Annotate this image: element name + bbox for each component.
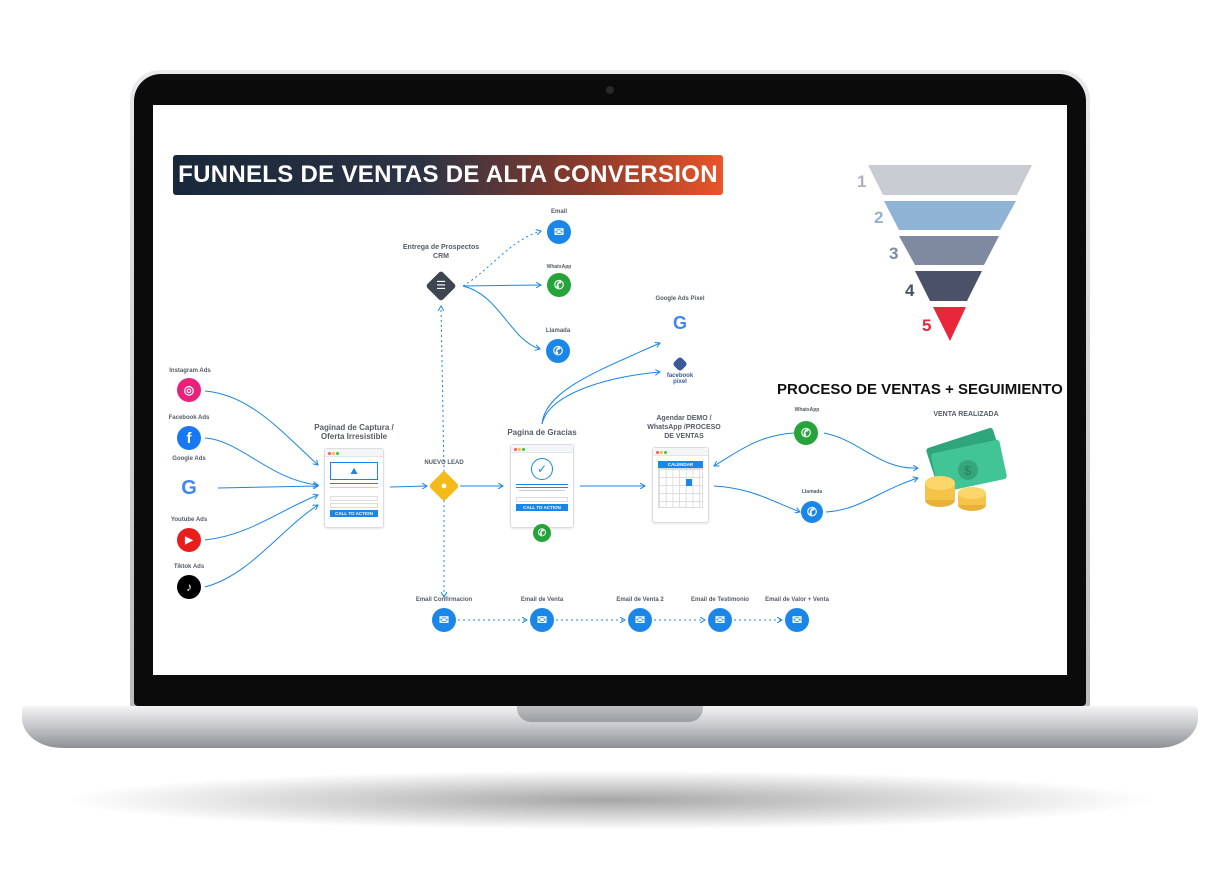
sales-whatsapp-label: WhatsApp xyxy=(794,407,820,413)
thanks-page-label: Pagina de Gracias xyxy=(507,428,577,437)
user-icon[interactable]: ● xyxy=(428,470,460,502)
capture-page-label: Paginad de Captura / Oferta Irresistible xyxy=(314,423,394,441)
email-icon[interactable]: ✉ xyxy=(432,608,456,632)
source-label-facebook: Facebook Ads xyxy=(168,415,210,421)
laptop-screen xyxy=(153,105,1067,675)
crm-whatsapp-label: WhatsApp xyxy=(546,264,572,270)
email-label: Email de Testimonio xyxy=(691,597,749,603)
sales-call-label: Llamada xyxy=(801,489,823,495)
google-icon[interactable]: G xyxy=(181,476,197,499)
source-label-google: Google Ads xyxy=(172,456,206,462)
capture-page-mockup[interactable]: ⛰ CALL TO ACTION xyxy=(324,448,384,528)
whatsapp-icon[interactable]: ✆ xyxy=(533,524,551,542)
crm-email-label: Email xyxy=(550,209,568,215)
thanks-cta-button[interactable]: CALL TO ACTION xyxy=(516,504,568,511)
source-label-instagram: Instagram Ads xyxy=(169,368,211,374)
camera xyxy=(606,86,614,94)
source-label-tiktok: Tiktok Ads xyxy=(173,564,205,570)
whatsapp-icon[interactable]: ✆ xyxy=(547,273,571,297)
new-lead-label: NUEVO LEAD xyxy=(424,460,464,466)
funnel-number: 4 xyxy=(905,281,915,300)
funnel-level-3 xyxy=(899,236,999,265)
sale-done-label: VENTA REALIZADA xyxy=(933,411,999,418)
source-label-youtube: Youtube Ads xyxy=(170,517,208,523)
funnel-number: 3 xyxy=(889,244,899,263)
sales-funnel xyxy=(868,165,1032,341)
email-label: Email de Venta 2 xyxy=(616,597,664,603)
email-icon[interactable]: ✉ xyxy=(628,608,652,632)
schedule-label: Agendar DEMO / WhatsApp /PROCESO DE VENT… xyxy=(647,415,721,440)
facebook-icon[interactable]: f xyxy=(177,426,201,450)
crm-call-label: Llamada xyxy=(545,328,571,334)
crm-label: Entrega de Prospectos CRM xyxy=(402,244,480,260)
funnel-level-2 xyxy=(884,201,1016,230)
list-icon[interactable]: ☰ xyxy=(425,270,457,302)
svg-text:$: $ xyxy=(964,463,972,478)
laptop-shadow xyxy=(60,770,1160,830)
email-icon[interactable]: ✉ xyxy=(708,608,732,632)
funnel-number: 2 xyxy=(874,208,884,227)
phone-icon[interactable]: ✆ xyxy=(801,501,823,523)
calendar-header: CALENDAR xyxy=(658,461,703,468)
google-pixel-label: Google Ads Pixel xyxy=(655,296,705,302)
laptop-notch xyxy=(517,706,703,722)
calendar-mockup[interactable]: CALENDAR xyxy=(652,447,709,523)
instagram-icon[interactable]: ◎ xyxy=(177,378,201,402)
sales-process-title: PROCESO DE VENTAS + SEGUIMIENTO xyxy=(777,381,1063,398)
funnel-level-4 xyxy=(915,271,982,301)
email-label: Email de Venta xyxy=(520,597,564,603)
capture-cta-button[interactable]: CALL TO ACTION xyxy=(330,510,378,517)
email-icon[interactable]: ✉ xyxy=(547,220,571,244)
email-icon[interactable]: ✉ xyxy=(785,608,809,632)
whatsapp-icon[interactable]: ✆ xyxy=(794,421,818,445)
check-icon: ✓ xyxy=(531,458,553,480)
phone-icon[interactable]: ✆ xyxy=(546,339,570,363)
youtube-icon[interactable]: ▶ xyxy=(177,528,201,552)
funnel-level-5 xyxy=(933,307,966,341)
email-label: Email Confirmacion xyxy=(415,597,473,603)
funnel-number: 1 xyxy=(857,172,867,191)
tiktok-icon[interactable]: ♪ xyxy=(177,575,201,599)
google-icon: G xyxy=(672,312,687,333)
email-icon[interactable]: ✉ xyxy=(530,608,554,632)
page-title: FUNNELS DE VENTAS DE ALTA CONVERSION xyxy=(173,155,723,195)
facebook-pixel-label: facebook pixel xyxy=(666,373,694,385)
funnel-number: 5 xyxy=(922,316,932,335)
email-label: Email de Valor + Venta xyxy=(765,597,829,603)
thanks-page-mockup[interactable]: ✓ CALL TO ACTION xyxy=(510,444,574,528)
money-icon: $ xyxy=(925,427,1007,511)
funnel-level-1 xyxy=(868,165,1032,195)
calendar-grid xyxy=(658,468,703,508)
image-placeholder-icon: ⛰ xyxy=(330,462,378,480)
